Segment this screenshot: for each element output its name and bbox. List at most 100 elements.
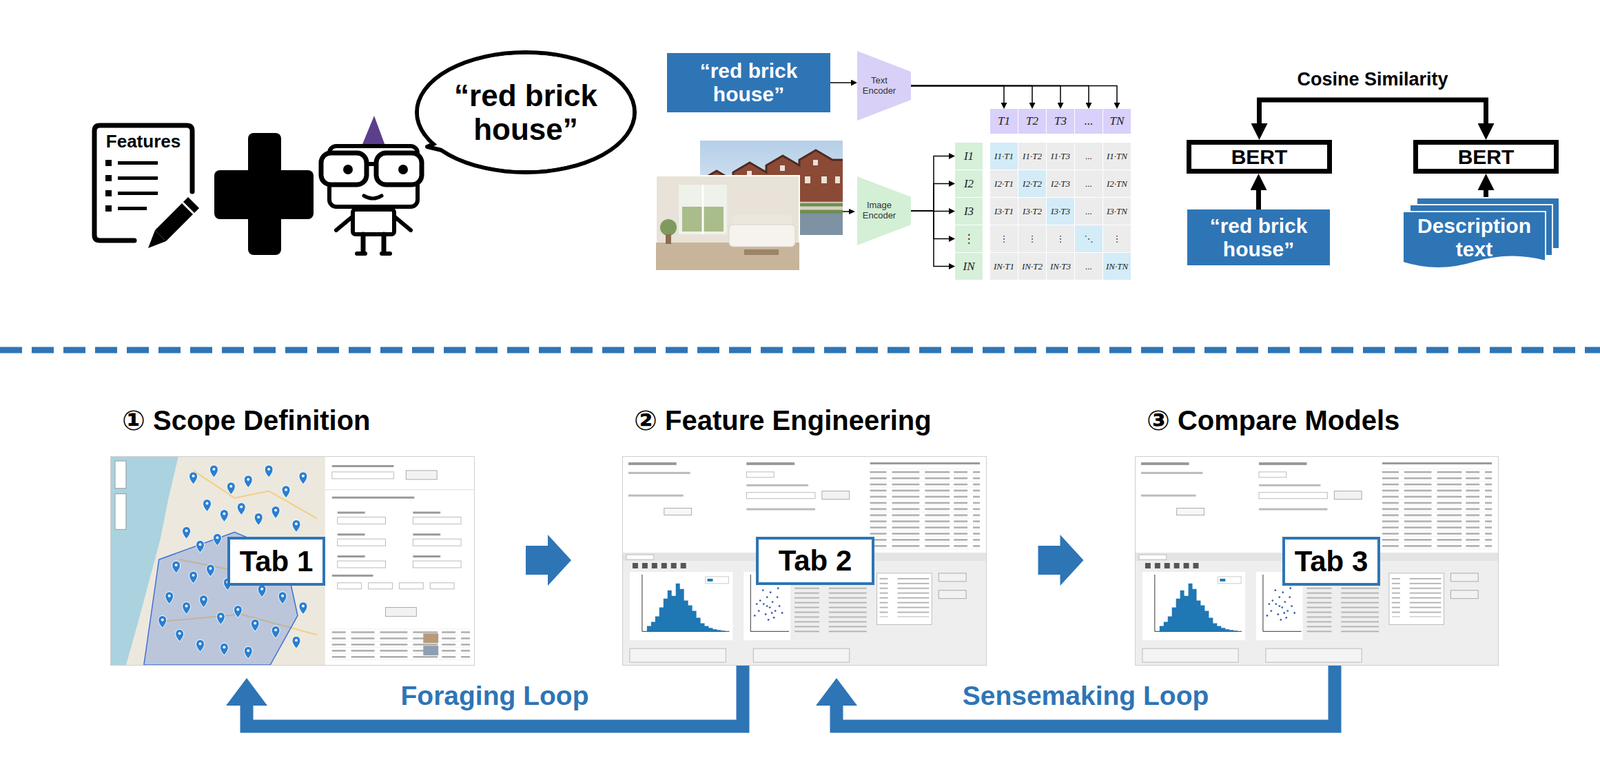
drawing-rect [665,234,672,244]
matrix-cell: IN·T3 [1046,252,1075,280]
loop-arrowhead [815,678,858,706]
text-embedding-cell: ... [1074,108,1103,134]
robot-icon [321,115,422,254]
drawing-path [848,208,856,215]
drawing-line [381,234,387,253]
drawing-line [117,176,158,180]
drawing-rect [678,184,727,235]
embedding-label: T2 [1026,114,1039,129]
embedding-label: T1 [997,114,1011,129]
drawing-path [363,195,382,199]
embedding-arrow [910,86,1117,104]
model-label: BERT [1458,145,1515,169]
bert-box: BERT [1186,139,1332,174]
loop-shaft [836,665,1335,727]
matrix-cell: ... [1074,142,1103,170]
drawing-rect [105,159,112,167]
matrix-cell: I3·T1 [990,197,1018,225]
text-encoder: Text Encoder [857,50,911,121]
query-text: “red brick house” [673,59,824,106]
embedding-arrow [910,183,949,212]
drawing-rect [813,159,818,166]
embedding-arrow [910,210,949,267]
drawing-rect [105,175,112,182]
drawing-polygon [361,115,386,148]
embedding-label: I1 [963,149,974,164]
embedding-arrow [830,81,851,84]
drawing-rect [352,209,395,235]
document-icon: Features [91,122,196,244]
embedding-label: I3 [963,204,974,219]
embedding-arrow [910,86,1033,104]
drawing-path [1402,211,1546,269]
embedding-arrow [910,86,1089,104]
matrix-cell: I2·T1 [990,170,1018,198]
matrix-cell: ⋮ [1018,225,1046,253]
matrix-cell: I2·T3 [1046,170,1075,198]
matrix-cell: ⋱ [1074,225,1103,253]
drawing-rect [376,152,422,185]
matrix-cell: I3·TN [1103,197,1131,225]
drawing-rect [821,176,827,184]
similarity-arrow [1483,190,1489,198]
speech-text: “red brick house” [439,78,612,147]
drawing-line [117,206,147,211]
query-text: “red brick house” [1194,214,1323,261]
drawing-ellipse [416,52,635,173]
drawing-line [381,251,391,256]
drawing-line [394,216,411,231]
tab-label-box: Tab 3 [1282,536,1381,586]
image-embedding-cell: I2 [955,170,983,198]
speech-bubble: “red brick house” [413,48,639,176]
matrix-cell: I2·TN [1103,170,1131,198]
block-arrow [525,534,572,586]
drawing-line [366,161,377,167]
drawing-ellipse [418,54,633,171]
embedding-label: TN [1110,114,1125,129]
drawing-rect [321,152,367,185]
loop-shaft [246,665,743,727]
matrix-cell: I1·T2 [1018,142,1046,170]
section-divider [0,347,1600,354]
query-box: “red brick house” [667,53,831,113]
drawing-path [155,197,200,242]
embedding-arrow [910,86,1004,104]
drawing-rect [105,190,112,197]
drawing-polygon [857,50,911,121]
tab-label: Tab 2 [778,544,853,578]
matrix-cell: I3·T2 [1018,197,1046,225]
image-embedding-cell: I1 [955,142,983,170]
text-embedding-cell: TN [1103,108,1131,134]
text-embedding-cell: T3 [1046,108,1075,134]
drawing-line [182,202,194,214]
feedback-loop-arrow [815,665,1335,727]
image-encoder: Image Encoder [857,176,911,246]
drawing-line [356,251,366,256]
drawing-path [148,230,167,249]
matrix-cell: ... [1074,197,1103,225]
bert-box: BERT [1413,139,1559,174]
matrix-cell: IN·TN [1103,252,1131,280]
step-heading: ③ Compare Models [1146,404,1400,437]
screenshot-panel: ② Feature EngineeringTab 2 [622,456,987,666]
drawing-line [336,216,353,231]
icon-label: Features [106,130,181,153]
tab-label-box: Tab 1 [227,536,326,586]
matrix-cell: ⋮ [990,225,1018,253]
embedding-arrow [910,156,949,212]
document-text: Description text [1404,214,1545,261]
drawing-rect [744,249,779,255]
drawing-use [622,456,987,665]
embedding-label: ⋮ [963,231,976,246]
drawing-rect [835,176,840,184]
matrix-cell: I2·T2 [1018,170,1046,198]
model-label: BERT [1231,145,1288,169]
matrix-cell: ⋮ [1103,225,1131,253]
text-embedding-cell: T2 [1018,108,1046,134]
drawing-rect [780,165,785,171]
encoder-label: Image Encoder [859,200,900,222]
drawing-rect [655,175,800,271]
embedding-label: IN [963,259,976,274]
matrix-cell: I1·TN [1103,142,1131,170]
